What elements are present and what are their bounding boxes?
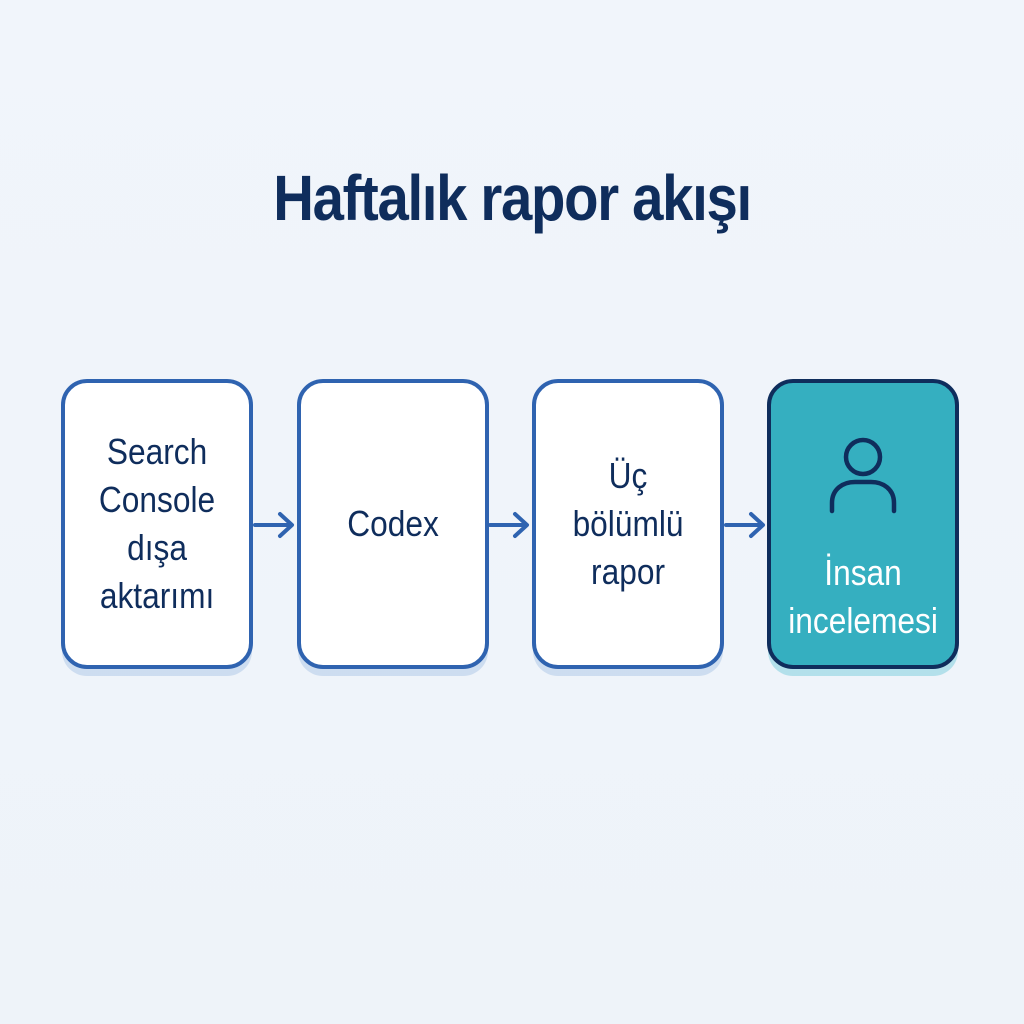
arrow-right-icon: [724, 512, 765, 538]
person-icon: [829, 437, 897, 514]
diagram-title: Haftalık rapor akışı: [273, 161, 752, 234]
step-label: İnsan incelemesi: [788, 552, 938, 641]
arrow-right-icon: [253, 512, 294, 538]
step-label: Codex: [347, 503, 439, 544]
step-search-console-export: Search Console dışa aktarımı: [61, 379, 253, 669]
step-codex: Codex: [297, 379, 489, 669]
step-label: Üç bölümlü rapor: [572, 455, 684, 592]
step-human-review: İnsan incelemesi: [767, 379, 959, 669]
step-label: Search Console dışa aktarımı: [98, 431, 216, 616]
arrow-right-icon: [488, 512, 529, 538]
step-three-part-report: Üç bölümlü rapor: [532, 379, 724, 669]
